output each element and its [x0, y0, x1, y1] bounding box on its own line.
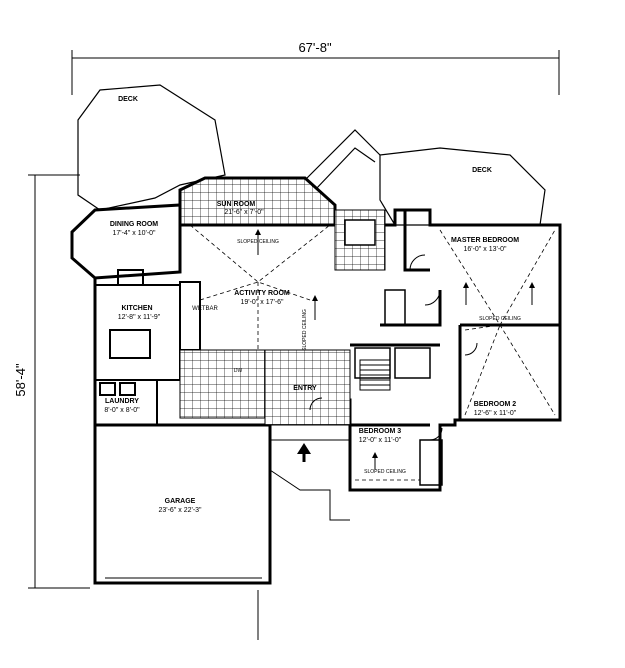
wetbar-label: WETBAR — [192, 306, 218, 312]
dining-room-size: 17'-4" x 10'-0" — [112, 230, 156, 237]
hall-tile-floor — [179, 349, 276, 419]
master-bedroom-size: 16'-0" x 13'-0" — [463, 246, 507, 253]
laundry-label: LAUNDRY — [105, 398, 139, 405]
depth-dimension-line — [28, 174, 90, 589]
sloped-ceiling-lines — [189, 224, 556, 481]
sloped-ceiling-activity-label: SLOPED CEILING — [302, 309, 308, 351]
dining-room-walls — [70, 203, 182, 280]
garage-label: GARAGE — [165, 498, 196, 505]
sloped-ceiling-sun-label: SLOPED CEILING — [237, 239, 279, 245]
garage-door — [105, 577, 262, 640]
deck-right-label: DECK — [472, 167, 492, 174]
bedroom-3-label: BEDROOM 3 — [359, 428, 402, 435]
entry-arrow — [297, 443, 311, 462]
bay-roof — [304, 129, 381, 191]
activity-room-size: 19'-0" x 17'-6" — [240, 299, 284, 306]
laundry-size: 8'-0" x 8'-0" — [104, 407, 140, 414]
activity-room-label: ACTIVITY ROOM — [234, 290, 290, 297]
kitchen-label: KITCHEN — [121, 305, 152, 312]
garage-size: 23'-6" x 22'-3" — [158, 507, 202, 514]
walkway — [269, 439, 350, 521]
dining-room-label: DINING ROOM — [110, 221, 158, 228]
entry-label: ENTRY — [293, 385, 317, 392]
bedroom-2-label: BEDROOM 2 — [474, 401, 517, 408]
tub — [344, 219, 376, 246]
laundry-walls — [94, 379, 158, 426]
deck-left-label: DECK — [118, 96, 138, 103]
door-swings — [309, 254, 478, 441]
sun-room-walls — [178, 176, 337, 227]
bedroom-3-size: 12'-0" x 11'-0" — [359, 437, 402, 444]
stairs — [359, 359, 391, 391]
width-dimension-line — [71, 50, 560, 95]
sun-room-label: SUN ROOM — [217, 201, 256, 208]
deck-right — [379, 147, 546, 226]
slope-arrows — [255, 229, 535, 470]
sloped-ceiling-master-label: SLOPED CEILING — [479, 316, 521, 322]
entry-tile-floor — [264, 349, 351, 426]
dishwasher-label: DW — [234, 368, 243, 374]
width-dimension-label: 67'-8" — [298, 40, 332, 55]
depth-dimension-label: 58'-4" — [13, 363, 28, 397]
sloped-ceiling-bedroom3-label: SLOPED CEILING — [364, 469, 406, 475]
kitchen-size: 12'-8" x 11'-9" — [118, 314, 161, 321]
sun-room-size: 21'-6" x 7'-0" — [224, 209, 264, 216]
bedroom-2-size: 12'-6" x 11'-0" — [474, 410, 517, 417]
master-bedroom-label: MASTER BEDROOM — [451, 237, 519, 244]
closets — [354, 289, 443, 486]
